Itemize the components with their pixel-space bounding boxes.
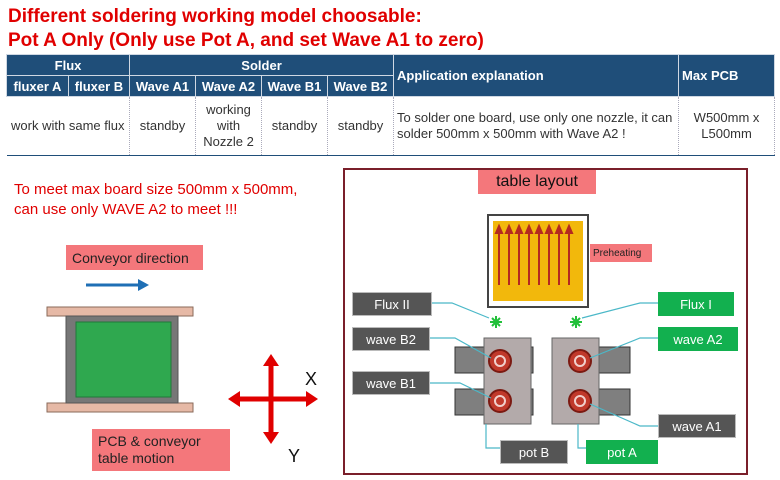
cell-wave-b2: standby: [327, 96, 395, 156]
flux-2-label: Flux II: [352, 292, 432, 316]
pcb-motion-line-2: table motion: [98, 450, 175, 466]
header-solder: Solder: [129, 54, 395, 76]
table-row: work with same flux standby working with…: [6, 96, 776, 156]
wave-a1-label: wave A1: [658, 414, 736, 438]
header-fluxer-a: fluxer A: [6, 75, 69, 97]
working-model-table: Flux Solder Application explanation Max …: [5, 54, 776, 156]
y-axis-label: Y: [288, 446, 301, 466]
pcb-motion-label: PCB & conveyor table motion: [92, 429, 230, 471]
pcb-board: [75, 321, 172, 398]
flux-nozzle-icon: [490, 316, 582, 328]
cell-wave-a2: working with Nozzle 2: [195, 96, 263, 156]
note-line-1: To meet max board size 500mm x 500mm,: [14, 181, 298, 198]
preheating-label: Preheating: [590, 244, 652, 262]
wave-b1-label: wave B1: [352, 371, 430, 395]
flux-1-label: Flux I: [658, 292, 734, 316]
cell-flux: work with same flux: [6, 96, 131, 156]
header-wave-b1: Wave B1: [261, 75, 329, 97]
xy-axes-icon: [228, 354, 318, 444]
header-wave-b2: Wave B2: [327, 75, 395, 97]
header-fluxer-b: fluxer B: [67, 75, 131, 97]
solder-pot-a: [551, 337, 631, 425]
header-wave-a1: Wave A1: [129, 75, 197, 97]
wave-a2-label: wave A2: [658, 327, 738, 351]
leader-lines: [430, 302, 658, 449]
max-board-note: To meet max board size 500mm x 500mm, ca…: [14, 180, 297, 220]
header-flux: Flux: [5, 54, 131, 76]
title-line-2: Pot A Only (Only use Pot A, and set Wave…: [8, 30, 484, 51]
header-application-explanation: Application explanation: [393, 54, 680, 97]
table-layout-title: table layout: [478, 170, 596, 194]
conveyor-table: [46, 306, 194, 413]
wave-b2-label: wave B2: [352, 327, 430, 351]
pot-b-label: pot B: [500, 440, 568, 464]
conveyor-arrow-icon: [86, 279, 149, 291]
cell-wave-b1: standby: [261, 96, 329, 156]
x-axis-label: X: [305, 369, 318, 389]
note-line-2: can use only WAVE A2 to meet !!!: [14, 201, 238, 218]
header-wave-a2: Wave A2: [195, 75, 263, 97]
pcb-motion-line-1: PCB & conveyor: [98, 433, 201, 449]
solder-pot-b: [454, 337, 534, 425]
conveyor-direction-label: Conveyor direction: [66, 245, 203, 270]
table-layout-frame: [343, 168, 748, 475]
cell-wave-a1: standby: [129, 96, 197, 156]
preheater: [487, 214, 589, 308]
title-line-1: Different soldering working model choosa…: [8, 6, 422, 27]
header-max-pcb: Max PCB: [678, 54, 776, 97]
pot-a-label: pot A: [586, 440, 658, 464]
cell-explanation: To solder one board, use only one nozzle…: [393, 96, 680, 156]
cell-max-pcb: W500mm x L500mm: [678, 96, 776, 156]
